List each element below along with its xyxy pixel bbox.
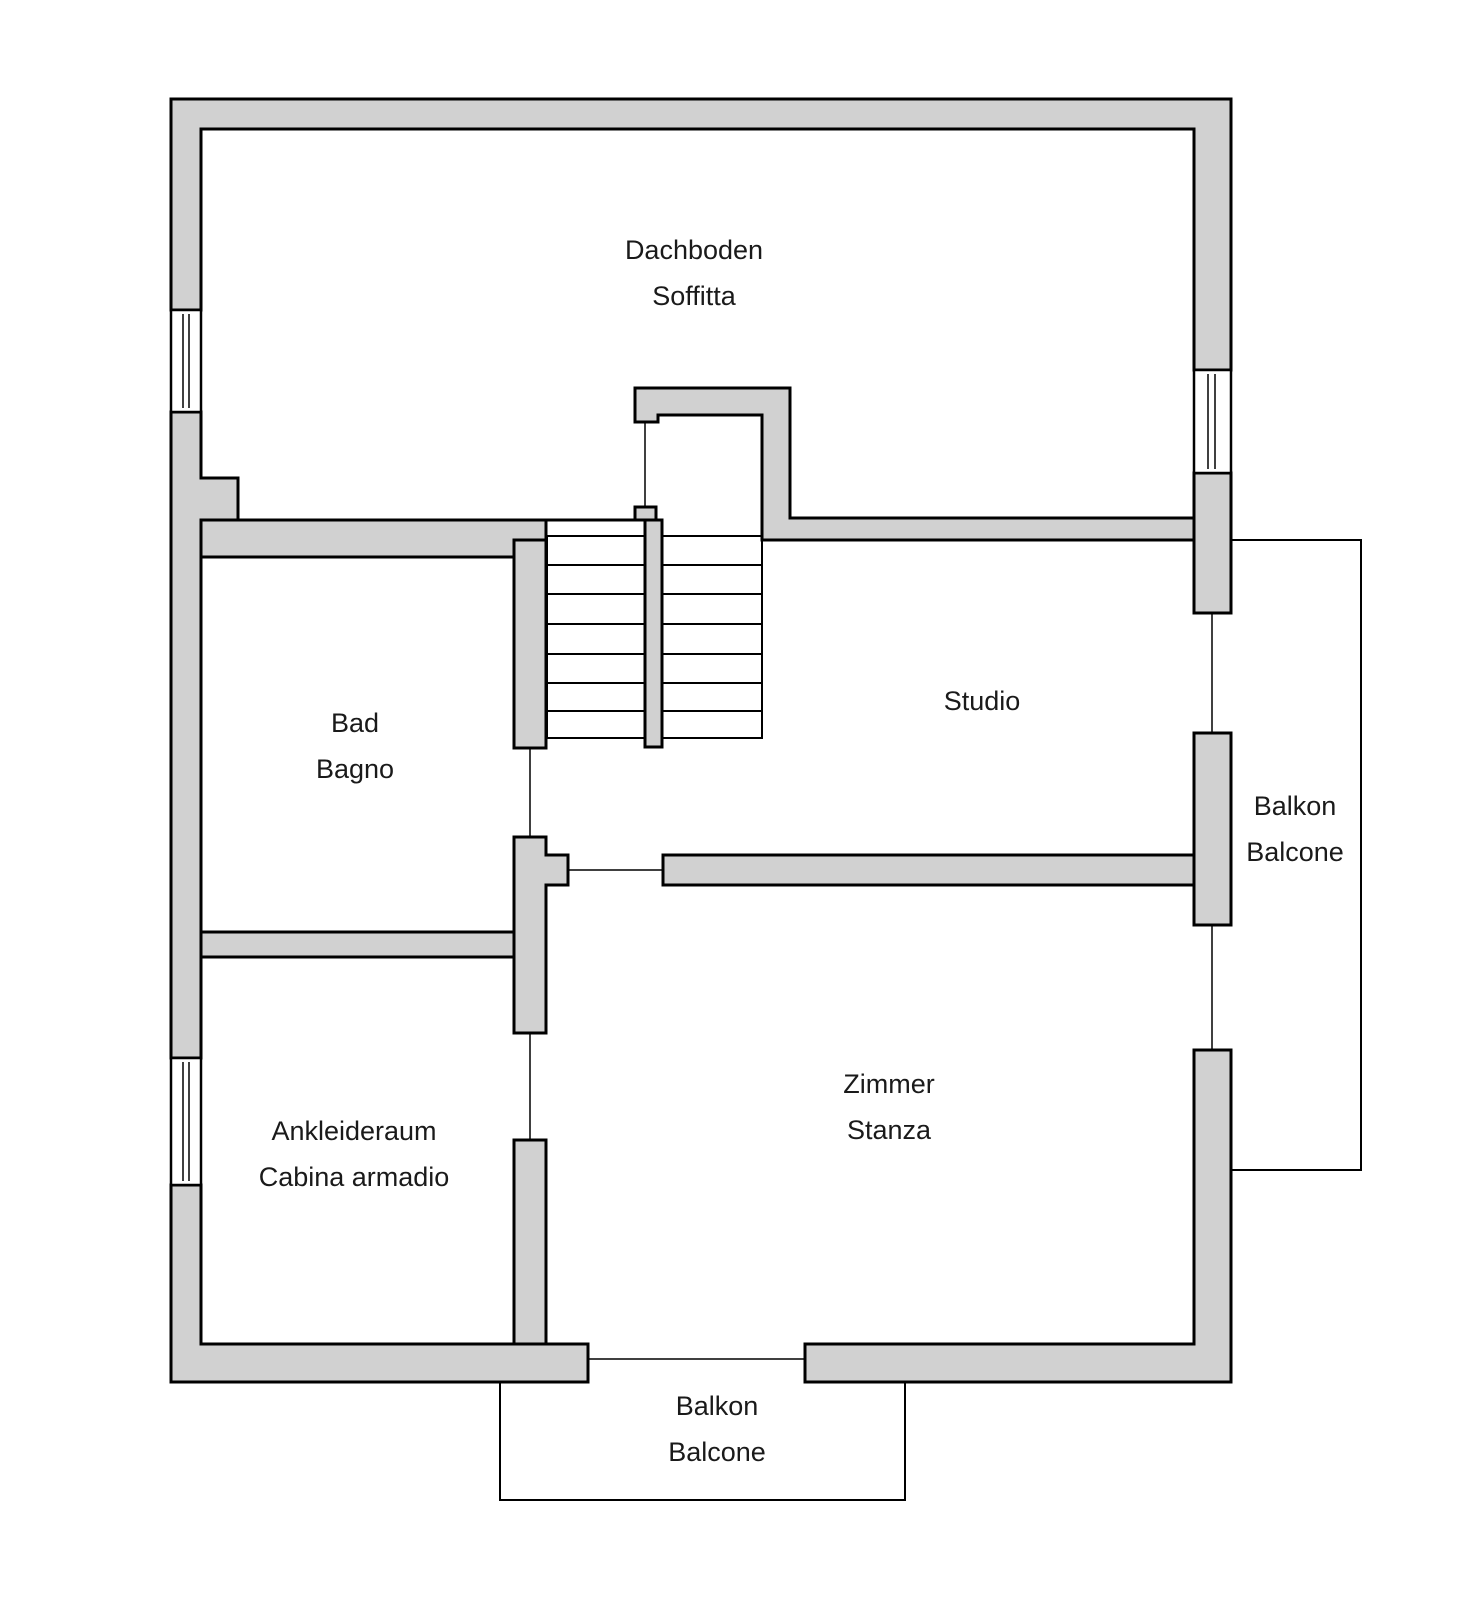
room-label-bedroom-de: Zimmer — [843, 1069, 935, 1099]
outer-wall-right-mid — [1192, 731, 1233, 927]
wall-bath-right-lower — [512, 835, 570, 1035]
wall-bath-bottom — [199, 930, 516, 959]
wall-study-bottom — [661, 853, 1196, 887]
room-label-study-de: Studio — [943, 686, 1021, 716]
room-label-balcony-front: Balkon Balcone — [668, 1383, 766, 1475]
room-label-balcony-side-de: Balkon — [1253, 791, 1337, 821]
wall-bedroom-left — [512, 1138, 548, 1346]
wall-bath-right-upper — [512, 538, 548, 750]
window-left-lower — [169, 1056, 203, 1187]
stair-center-rail — [643, 518, 664, 749]
window-left-upper — [169, 308, 203, 414]
room-label-bedroom-it: Stanza — [846, 1115, 932, 1145]
wall-attic-right — [633, 386, 1196, 542]
room-label-balcony-front-it: Balcone — [668, 1437, 766, 1467]
room-label-attic-it: Soffitta — [652, 281, 736, 311]
room-label-balcony-front-de: Balkon — [675, 1391, 759, 1421]
room-label-dressing-de: Ankleideraum — [271, 1116, 437, 1146]
room-label-bath-de: Bad — [330, 708, 380, 738]
room-label-bedroom: Zimmer Stanza — [843, 1061, 934, 1153]
room-label-dressing: Ankleideraum Cabina armadio — [259, 1108, 450, 1200]
room-label-bath: Bad Bagno — [316, 700, 394, 792]
room-label-bath-it: Bagno — [315, 754, 395, 784]
room-label-study: Studio — [944, 678, 1021, 724]
outer-wall-right-bottom — [803, 1048, 1233, 1384]
room-label-dressing-it: Cabina armadio — [258, 1162, 450, 1192]
window-right-upper — [1192, 368, 1233, 475]
room-label-attic-de: Dachboden — [624, 235, 764, 265]
room-label-balcony-side-it: Balcone — [1246, 837, 1344, 867]
outer-wall-left-mid — [169, 410, 240, 1060]
room-label-balcony-side: Balkon Balcone — [1246, 783, 1344, 875]
outer-wall-right-top — [1192, 471, 1233, 615]
staircase — [546, 422, 763, 739]
room-label-attic: Dachboden Soffitta — [625, 227, 763, 319]
wall-attic-left — [199, 505, 658, 559]
balcony-side-outline — [1230, 539, 1362, 1171]
balcony-front-outline — [499, 1380, 906, 1501]
